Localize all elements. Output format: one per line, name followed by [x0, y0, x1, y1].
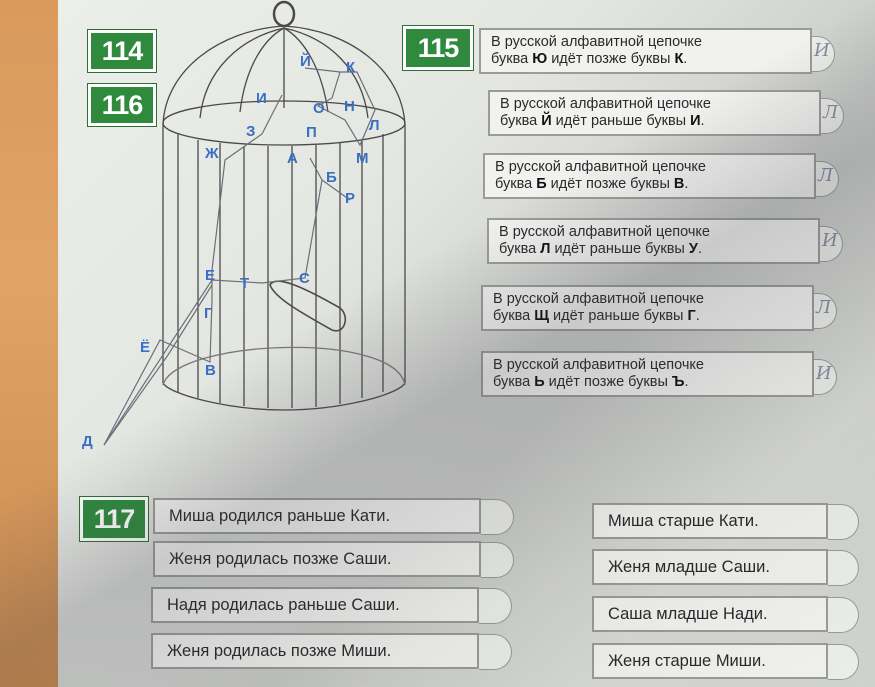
handwritten-mark: Л	[823, 102, 839, 123]
statement-line: буква Л идёт раньше буквы У.	[499, 241, 702, 257]
statement-text: идёт позже буквы	[548, 374, 668, 390]
statement-line: В русской алфавитной цепочке	[495, 159, 706, 175]
handwritten-mark: И	[816, 363, 832, 384]
cage-letter: Р	[345, 190, 355, 207]
statement-letter: Л	[540, 241, 551, 257]
statement-letter: Б	[536, 176, 547, 192]
handwritten-mark: И	[814, 40, 830, 61]
book-edge	[0, 0, 58, 687]
sentence-card-left: Надя родилась раньше Саши.	[151, 587, 479, 623]
sentence-card-right: Миша старше Кати.	[592, 503, 828, 539]
cage-letter: М	[356, 150, 369, 167]
statement-text: буква	[493, 374, 531, 390]
statement-text: буква	[495, 176, 533, 192]
cage-letter: В	[205, 362, 216, 379]
cage-letter: Л	[369, 117, 380, 134]
exercise-117-badge: 117	[80, 497, 148, 541]
cage-letter: Т	[240, 275, 249, 292]
cage-letter: И	[256, 90, 267, 107]
cage-letter: Г	[204, 305, 213, 322]
statement-text: буква	[493, 308, 531, 324]
statement-line: буква Ь идёт позже буквы Ъ.	[493, 374, 689, 390]
statement-text: идёт раньше буквы	[555, 113, 687, 129]
cage-letter: К	[346, 59, 356, 76]
sentence-card-right: Женя младше Саши.	[592, 549, 828, 585]
statement-line: буква Й идёт раньше буквы И.	[500, 113, 705, 129]
cage-letter: А	[287, 150, 298, 167]
statement-text: идёт раньше буквы	[553, 308, 684, 324]
sentence-card-left: Женя родилась позже Миши.	[151, 633, 479, 669]
statement-line: В русской алфавитной цепочке	[493, 291, 704, 307]
exercise-116-badge: 116	[88, 84, 156, 126]
statement-letter: Г	[687, 308, 696, 324]
match-connector[interactable]	[481, 499, 514, 535]
statement-letter: Ю	[532, 51, 548, 67]
match-connector[interactable]	[828, 550, 859, 586]
statement-text: буква	[500, 113, 538, 129]
statement-line: буква Б идёт позже буквы В.	[495, 176, 689, 192]
statement-letter: У	[688, 241, 698, 257]
handwritten-mark: И	[822, 230, 838, 251]
cage-letter: О	[313, 100, 325, 117]
statement-text: идёт раньше буквы	[554, 241, 685, 257]
statement-letter: Щ	[534, 308, 549, 324]
cage-letter: Й	[300, 52, 311, 70]
handwritten-mark: Л	[818, 165, 834, 186]
cage-letter: Н	[344, 98, 355, 115]
cage-letter: П	[306, 124, 317, 141]
match-connector[interactable]	[828, 644, 859, 680]
statement-line: буква Ю идёт позже буквы К.	[491, 51, 688, 67]
cage-letter: Б	[326, 169, 337, 186]
cage-letter: З	[246, 123, 255, 140]
statement-letter: В	[673, 176, 685, 192]
match-connector[interactable]	[479, 634, 512, 670]
statement-letter: И	[690, 113, 701, 129]
statement-letter: К	[674, 51, 684, 67]
statement-line: В русской алфавитной цепочке	[493, 357, 704, 373]
statement-line: буква Щ идёт раньше буквы Г.	[493, 308, 700, 324]
statement-letter: Ь	[534, 374, 545, 390]
statement-line: В русской алфавитной цепочке	[499, 224, 710, 240]
cage-letter: Е	[205, 267, 215, 284]
exercise-114-badge: 114	[88, 30, 156, 72]
statement-letter: Й	[541, 113, 552, 129]
cage-letter: Ё	[140, 339, 150, 356]
match-connector[interactable]	[828, 597, 859, 633]
statement-line: В русской алфавитной цепочке	[500, 96, 711, 112]
sentence-card-left: Женя родилась позже Саши.	[153, 541, 481, 577]
exercise-115-badge: 115	[403, 26, 473, 70]
statement-text: идёт позже буквы	[550, 176, 670, 192]
match-connector[interactable]	[481, 542, 514, 578]
statement-text: буква	[499, 241, 537, 257]
sentence-card-left: Миша родился раньше Кати.	[153, 498, 481, 534]
match-connector[interactable]	[828, 504, 859, 540]
cage-letter: С	[299, 270, 310, 287]
sentence-card-right: Женя старше Миши.	[592, 643, 828, 679]
cage-letter: Ж	[204, 145, 219, 162]
statement-line: В русской алфавитной цепочке	[491, 34, 702, 50]
statement-letter: Ъ	[671, 374, 685, 390]
match-connector[interactable]	[479, 588, 512, 624]
sentence-card-right: Саша младше Нади.	[592, 596, 828, 632]
cage-letter: Д	[82, 433, 93, 450]
statement-text: буква	[491, 51, 529, 67]
handwritten-mark: Л	[816, 297, 832, 318]
statement-text: идёт позже буквы	[551, 51, 671, 67]
